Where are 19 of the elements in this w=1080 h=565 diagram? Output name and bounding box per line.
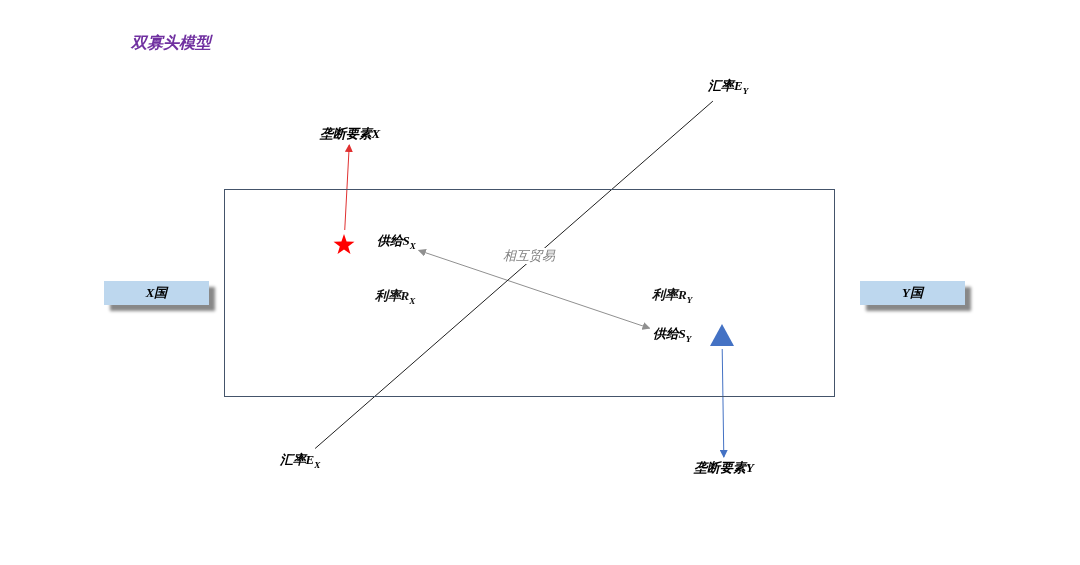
text-label: 垄断要素X xyxy=(319,126,381,142)
arrow xyxy=(719,348,728,458)
star-marker xyxy=(333,233,355,255)
text-label: 利率R$_{Y}$ xyxy=(652,286,693,307)
double-arrow xyxy=(417,248,651,330)
country-box: Y国 xyxy=(860,281,965,305)
edge-label: 相互贸易 xyxy=(501,248,558,265)
straight-line xyxy=(314,100,714,449)
text-label: 供给S$_{X}$ xyxy=(376,232,416,254)
text-label: 汇率E$_{Y}$ xyxy=(708,77,749,99)
text-label: 利率R$_{X}$ xyxy=(374,287,416,308)
country-box: X国 xyxy=(104,281,209,305)
title: 双寡头模型 xyxy=(131,35,211,51)
text-label: 垄断要素Y xyxy=(694,460,754,476)
text-label: 汇率E$_{X}$ xyxy=(279,451,321,473)
text-label: 供给S$_{Y}$ xyxy=(652,325,692,347)
arrow xyxy=(344,144,353,231)
frame-box xyxy=(223,188,835,397)
triangle-marker xyxy=(710,324,734,346)
